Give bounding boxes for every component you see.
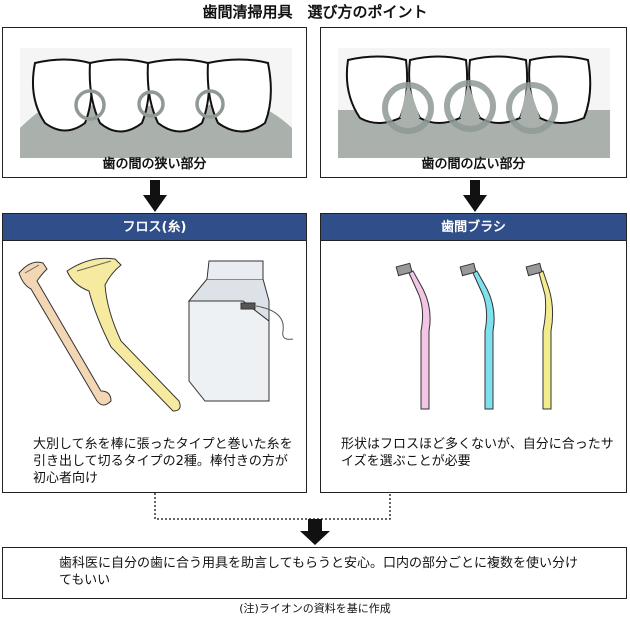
wide-gap-caption: 歯の間の広い部分 (421, 157, 526, 172)
source-footnote: (注)ライオンの資料を基に作成 (239, 602, 391, 615)
conclusion-text: 歯科医に自分の歯に合う用具を助言してもらうと安心。口内の部分ごとに複数を使い分け… (59, 556, 578, 588)
interdental-brush-header: 歯間ブラシ (320, 213, 627, 241)
narrow-gap-teeth-illustration (20, 48, 292, 158)
floss-header: フロス(糸) (2, 213, 307, 241)
floss-panel: 大別して糸を棒に張ったタイプと巻いた糸を引き出して切るタイプの2種。棒付きの方が… (2, 240, 307, 493)
brush-description: 形状はフロスほど多くないが、自分に合ったサイズを選ぶことが必要 (341, 437, 614, 469)
floss-tools-illustration (18, 257, 294, 412)
page-title: 歯間清掃用具 選び方のポイント (202, 3, 428, 21)
floss-description: 大別して糸を棒に張ったタイプと巻いた糸を引き出して切るタイプの2種。棒付きの方が… (33, 437, 293, 486)
conclusion-box: 歯科医に自分の歯に合う用具を助言してもらうと安心。口内の部分ごとに複数を使い分け… (2, 547, 627, 599)
dashed-connector (154, 493, 391, 545)
interdental-brushes-illustration (395, 262, 554, 410)
wide-gap-panel: 歯の間の広い部分 (320, 27, 627, 178)
narrow-gap-caption: 歯の間の狭い部分 (102, 157, 207, 172)
interdental-brush-panel: 形状はフロスほど多くないが、自分に合ったサイズを選ぶことが必要 (320, 240, 627, 493)
down-arrow-icon (143, 180, 167, 212)
wide-gap-teeth-illustration (338, 48, 610, 158)
narrow-gap-panel: 歯の間の狭い部分 (2, 27, 307, 178)
down-arrow-icon (300, 519, 330, 545)
down-arrow-icon (463, 180, 487, 212)
